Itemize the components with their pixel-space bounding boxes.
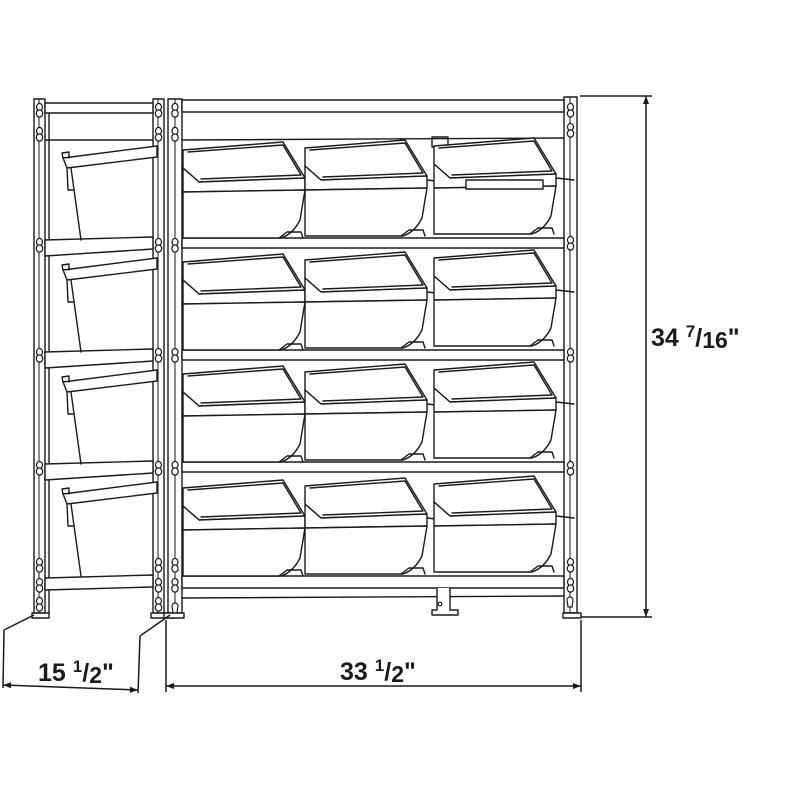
depth-whole: 15: [38, 659, 66, 687]
height-denominator: 16: [702, 327, 728, 353]
front-view: [163, 96, 582, 619]
height-unit: ": [727, 324, 740, 352]
width-whole: 33: [340, 658, 368, 686]
bins-row-2: [182, 249, 575, 351]
dimension-width-line: [165, 620, 582, 692]
height-whole: 34: [651, 324, 679, 352]
depth-unit: ": [101, 659, 114, 687]
dimension-height-line: [580, 95, 652, 618]
height-dimension-label: 34 7/16": [651, 322, 740, 353]
bins-row-3: [182, 361, 575, 463]
height-numerator: 7: [685, 322, 696, 341]
width-dimension-label: 33 1/2": [340, 656, 416, 687]
depth-numerator: 1: [72, 657, 83, 676]
width-denominator: 2: [391, 661, 404, 687]
depth-denominator: 2: [89, 662, 102, 688]
dimension-depth-line: [2, 614, 171, 694]
width-numerator: 1: [374, 656, 385, 675]
side-view: [31, 98, 176, 619]
depth-dimension-label: 15 1/2": [38, 657, 114, 688]
width-unit: ": [403, 658, 416, 686]
bins-row-4: [182, 475, 575, 577]
